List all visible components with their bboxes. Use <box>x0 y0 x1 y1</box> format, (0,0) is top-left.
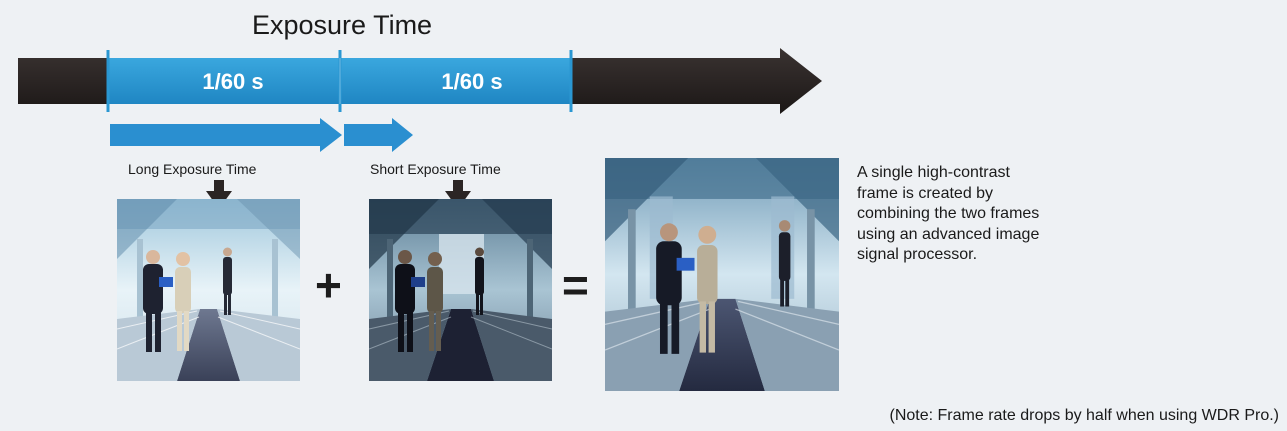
short-exposure-photo <box>369 199 552 381</box>
short-exposure-arrow <box>344 118 413 152</box>
wdr-description: A single high-contrast frame is created … <box>857 163 1097 266</box>
long-exposure-photo <box>117 199 300 381</box>
equals-operator: = <box>562 259 589 311</box>
segment-label-2: 1/60 s <box>441 69 502 94</box>
diagram-title: Exposure Time <box>252 10 433 40</box>
exposure-segment-2 <box>340 58 571 104</box>
description-line: signal processor. <box>857 246 978 263</box>
description-line: A single high-contrast <box>857 164 1010 181</box>
exposure-segment-1 <box>108 58 340 104</box>
long-exposure-caption: Long Exposure Time <box>128 161 257 177</box>
timeline: 1/60 s 1/60 s <box>18 48 822 152</box>
description-line: using an advanced image <box>857 225 1040 243</box>
plus-operator: + <box>315 259 342 311</box>
description-line: combining the two frames <box>857 205 1040 222</box>
segment-label-1: 1/60 s <box>202 69 263 94</box>
long-exposure-arrow <box>110 118 342 152</box>
short-exposure-caption: Short Exposure Time <box>370 161 501 177</box>
combined-wdr-photo <box>605 158 839 391</box>
frame-rate-note: (Note: Frame rate drops by half when usi… <box>889 407 1279 424</box>
description-line: frame is created by <box>857 184 994 202</box>
